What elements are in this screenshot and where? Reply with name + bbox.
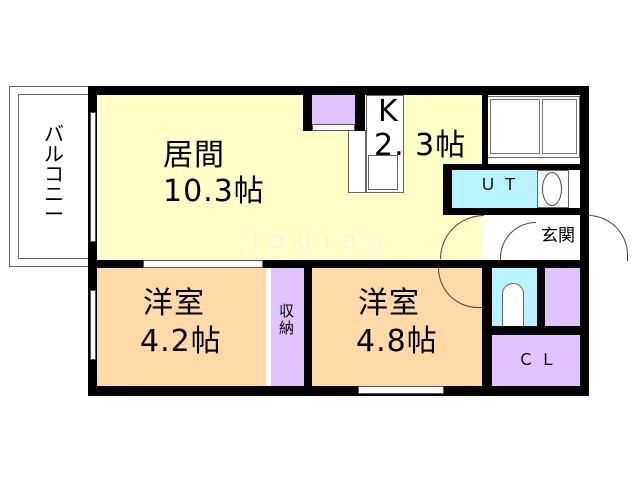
kitchen-name: K	[378, 94, 399, 129]
entrance	[540, 215, 580, 261]
bedroom-west	[96, 268, 266, 386]
bedroom-west-area: 4.2帖	[140, 324, 222, 359]
balcony-label: バ ル コ ニ ー	[44, 122, 64, 226]
window	[358, 386, 444, 394]
window	[90, 290, 96, 360]
bathtub	[490, 99, 540, 154]
upper-closet	[312, 94, 355, 124]
living-room	[96, 94, 482, 262]
closet	[492, 335, 581, 386]
utility-room	[452, 170, 537, 208]
window	[90, 112, 96, 242]
kitchen-counter	[348, 130, 366, 193]
bedroom-east-name: 洋室	[358, 286, 420, 321]
entrance-label: 玄関	[541, 226, 575, 246]
watermark: i o g i o g	[252, 226, 386, 254]
window	[143, 260, 263, 268]
storage-label: 収 納	[279, 302, 295, 337]
sink-bowl	[542, 172, 562, 206]
toilet-side-storage	[545, 268, 581, 326]
storage	[271, 268, 304, 386]
closet-label: ＣＬ	[518, 350, 563, 369]
balcony-inner	[18, 94, 92, 259]
living-room-name: 居間	[163, 138, 225, 173]
stove	[368, 155, 398, 190]
door-swing	[588, 215, 628, 261]
kitchen-sink	[366, 95, 404, 193]
bathroom	[485, 96, 580, 158]
door-swing	[500, 222, 536, 260]
bedroom-west-name: 洋室	[143, 286, 205, 321]
kitchen-area: 2. 3帖	[374, 128, 467, 163]
living-room-area: 10.3帖	[163, 174, 265, 209]
toilet-icon	[502, 283, 524, 327]
bathtub-inner	[542, 99, 577, 154]
window	[312, 124, 355, 131]
utility-label: ＵＴ	[480, 175, 525, 194]
bedroom-east-area: 4.8帖	[356, 324, 438, 359]
